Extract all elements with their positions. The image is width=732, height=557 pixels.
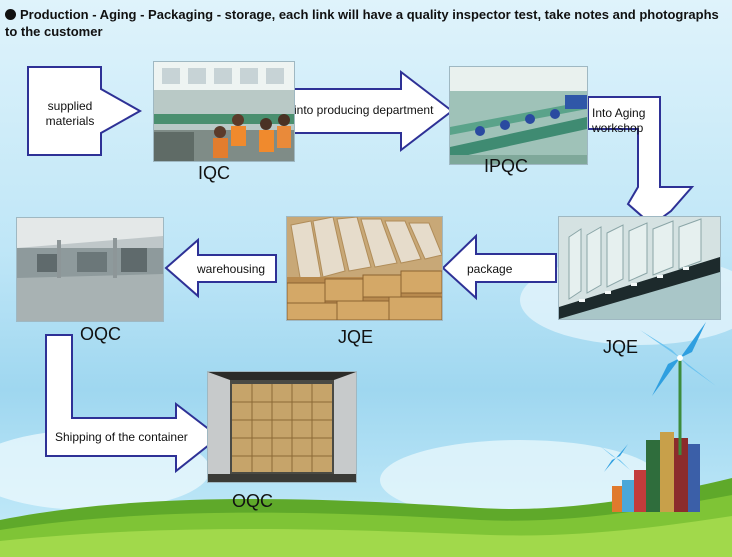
arrow-text-warehousing: warehousing [197, 262, 266, 276]
arrow-package [441, 233, 557, 301]
heading-text: Production - Aging - Packaging - storage… [5, 7, 719, 39]
photo-jqe-aging [558, 216, 721, 320]
photo-iqc [153, 61, 295, 162]
arrow-producing [287, 69, 454, 153]
slide-heading: Production - Aging - Packaging - storage… [5, 6, 725, 40]
photo-jqe-package [286, 216, 443, 321]
stage-label-iqc: IQC [198, 163, 231, 183]
stage-label-oqc-warehouse: OQC [80, 324, 122, 344]
photo-ipqc [449, 66, 588, 165]
arrow-text-shipping: Shipping of the container [55, 430, 188, 444]
photo-oqc-container [207, 371, 357, 483]
stage-label-oqc-container: OQC [232, 491, 274, 511]
arrow-text-producing: into producing department [294, 103, 434, 117]
arrow-supplied [27, 66, 143, 156]
stage-label-jqe-aging: JQE [603, 337, 639, 357]
arrow-text-package: package [467, 262, 513, 276]
arrow-shipping [45, 334, 221, 474]
arrow-text-aging: Into Aging workshop [592, 106, 646, 135]
stage-label-ipqc: IPQC [484, 156, 529, 176]
photo-oqc-warehouse [16, 217, 164, 322]
arrow-text-supplied: supplied materials [45, 99, 95, 128]
arrow-warehousing [164, 237, 277, 299]
stage-label-jqe-package: JQE [338, 327, 374, 347]
bullet-icon [5, 9, 16, 20]
